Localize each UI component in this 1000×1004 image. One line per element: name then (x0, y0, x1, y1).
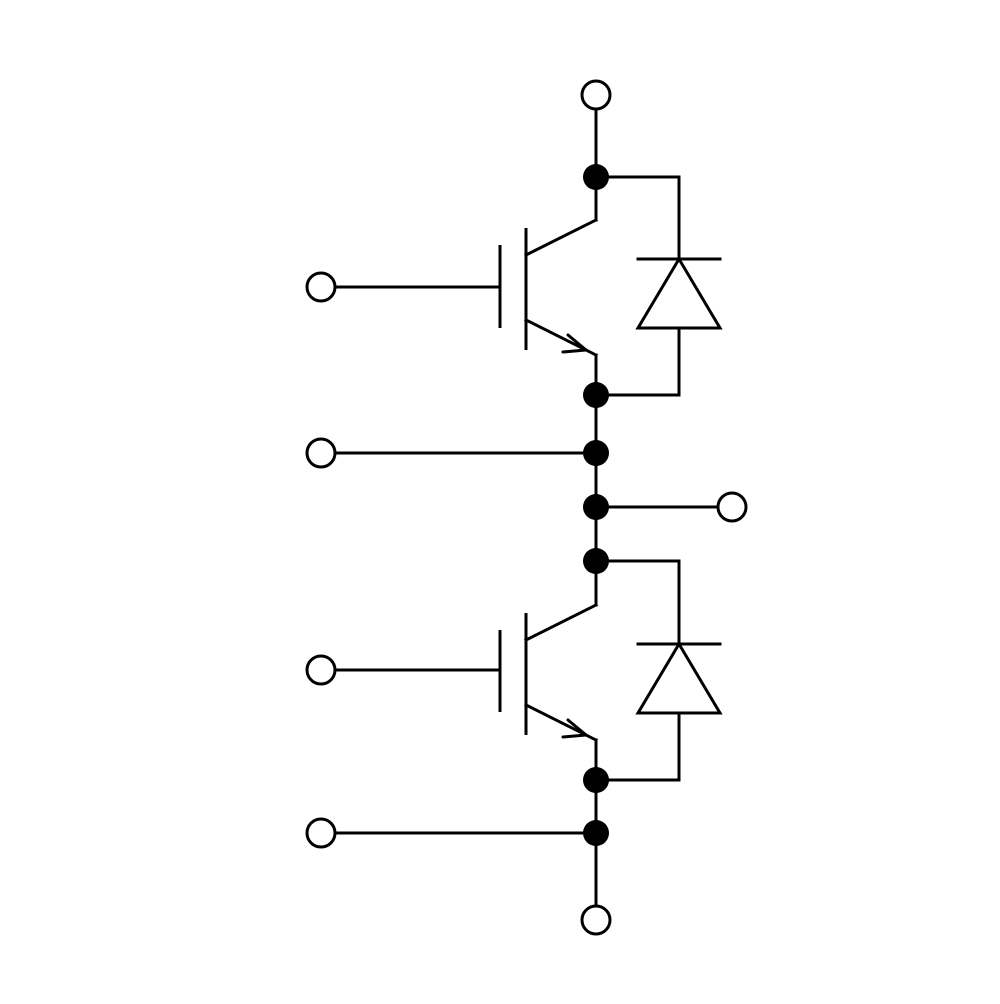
junction-dot (583, 767, 609, 793)
lower-emitter-arrow (561, 718, 588, 739)
junction-dot (583, 164, 609, 190)
igbt-upper (498, 217, 599, 358)
lower-diode-triangle (635, 641, 723, 715)
junction-dot (583, 494, 609, 520)
igbt-lower (498, 602, 599, 743)
junction-dot (583, 382, 609, 408)
terminal-top (580, 79, 612, 111)
terminal-upper-emitter-aux (305, 437, 337, 469)
junction-dot (583, 820, 609, 846)
diode-upper (635, 256, 723, 330)
upper-diode-triangle (635, 256, 723, 330)
terminal-bottom (580, 904, 612, 936)
lower-collector-lead (523, 602, 599, 643)
terminal-lower-emitter-aux (305, 817, 337, 849)
terminal-output (716, 491, 748, 523)
upper-collector-lead (523, 217, 599, 258)
upper-emitter-arrow (561, 333, 588, 354)
junction-dot (583, 548, 609, 574)
junction-dot (583, 440, 609, 466)
terminal-lower-gate (305, 654, 337, 686)
terminal-upper-gate (305, 271, 337, 303)
diode-lower (635, 641, 723, 715)
